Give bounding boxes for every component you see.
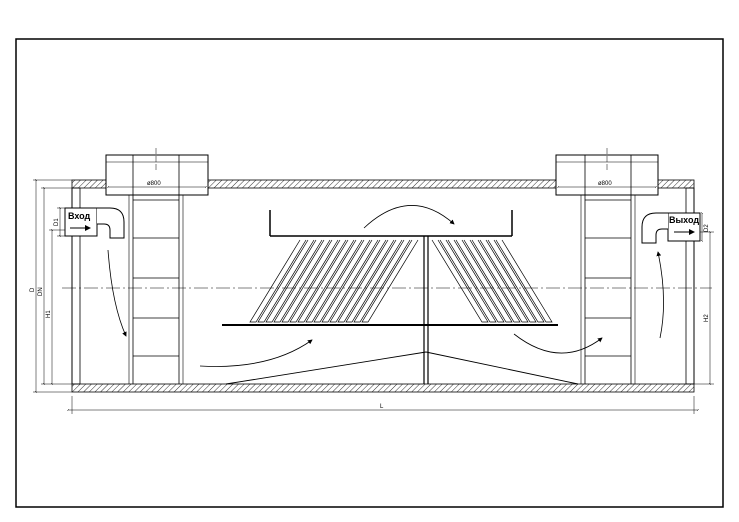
d1-label: D1 [54,218,60,226]
lamella-module [222,210,579,385]
length-label: L [380,404,384,410]
left-hatch-diameter: ø800 [147,181,161,187]
left-ladder [133,199,179,357]
dn-label: DN [38,287,44,296]
sheet-frame [15,38,724,508]
left-manhole: ø800 [105,148,209,384]
tank-wall-top [71,179,695,189]
d-label: D [30,287,36,292]
tank-wall-bottom [71,383,695,393]
dimension-lines [33,180,714,414]
lamella-plates-left [249,239,419,323]
tank-body [71,179,695,393]
h2-label: H2 [704,314,710,322]
flow-arrow-icon [513,333,603,354]
flow-arrow-icon [199,339,313,367]
outlet-label: Выход [669,215,699,225]
h1-label: H1 [46,310,52,318]
lamella-plates-right [431,239,553,323]
right-hatch-diameter: ø800 [598,181,612,187]
flow-arrow-icon [656,251,664,339]
inlet-label: Вход [68,211,91,221]
outlet-pipe: Выход [641,212,701,244]
inlet-pipe: Вход [64,207,125,239]
flow-arrows [107,205,664,367]
right-ladder [585,199,631,357]
flow-arrow-icon [107,249,127,337]
flow-arrow-icon [363,205,455,229]
d2-label: D2 [704,224,710,232]
right-manhole: ø800 [555,148,659,384]
